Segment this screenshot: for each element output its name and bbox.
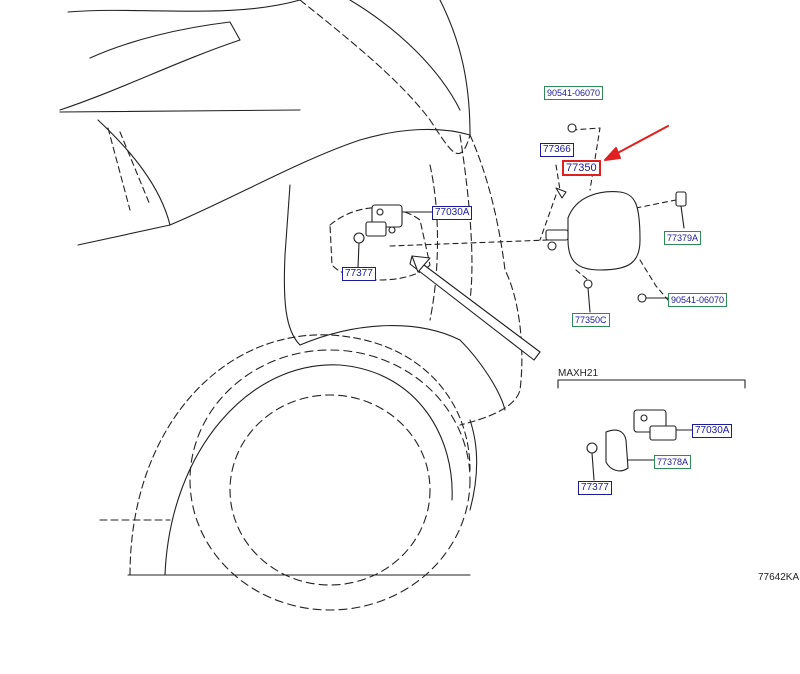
callout-bumper-variant[interactable]: 77377 <box>578 481 612 495</box>
car-body-outline <box>59 0 523 611</box>
callout-hinge[interactable]: 77366 <box>540 143 574 157</box>
lid-screw-part <box>583 279 593 313</box>
bolt-top-part <box>567 123 577 133</box>
fuel-lid-part <box>545 187 641 271</box>
callout-bolt-bottom[interactable]: 90541-06070 <box>668 293 728 307</box>
callout-holder-variant[interactable]: 77378A <box>654 455 692 469</box>
callout-opener-variant[interactable]: 77030A <box>692 424 733 438</box>
callout-lid-spring[interactable]: 77379A <box>664 231 702 245</box>
figure-code: 77642KA <box>758 572 800 583</box>
bumper-main-part <box>353 232 365 269</box>
variant-bracket <box>557 379 746 389</box>
connector-lines <box>389 127 677 301</box>
fuel-opener-assembly <box>365 204 433 237</box>
callout-lid-screw[interactable]: 77350C <box>572 313 610 327</box>
variant-opener-assembly <box>633 409 693 441</box>
view-pointer-arrow <box>409 255 541 361</box>
lid-spring-part <box>675 191 687 229</box>
highlight-arrow <box>604 125 669 161</box>
callout-bolt-top[interactable]: 90541-06070 <box>544 86 604 100</box>
bolt-bottom-part <box>637 293 669 303</box>
variant-bumper-part <box>586 442 598 481</box>
variant-holder-part <box>605 429 657 472</box>
callout-bumper-main[interactable]: 77377 <box>342 267 376 281</box>
callout-fuel-lid-highlighted[interactable]: 77350 <box>562 160 601 176</box>
callout-opener-main[interactable]: 77030A <box>432 206 473 220</box>
variant-header: MAXH21 <box>558 368 599 379</box>
